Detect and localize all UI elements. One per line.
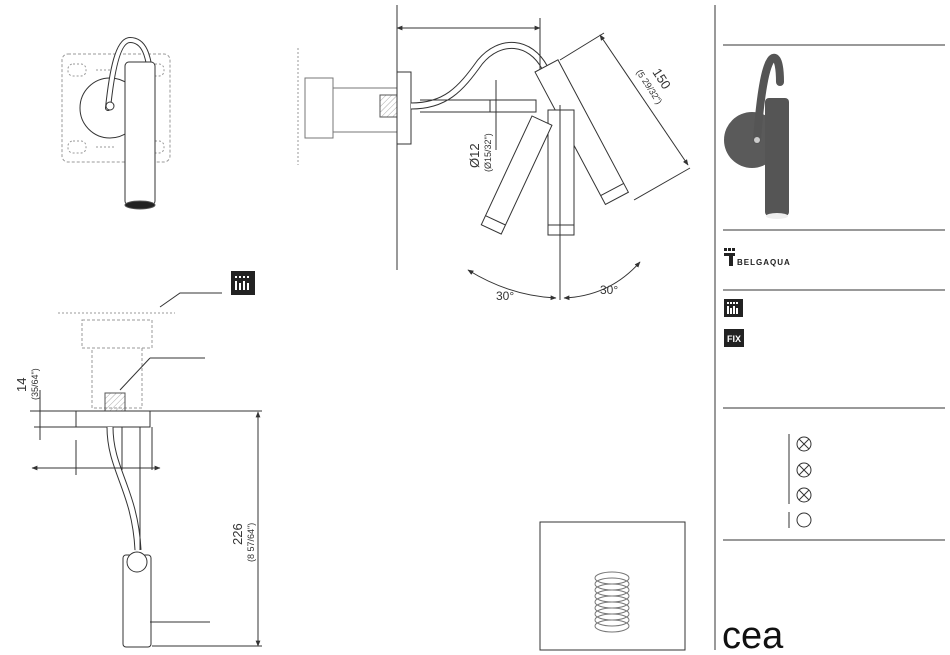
thread-detail-box	[540, 522, 685, 650]
product-image	[724, 58, 789, 219]
top-view	[298, 5, 690, 300]
option-crossed-circle-icon	[797, 437, 811, 451]
option-list	[789, 434, 811, 528]
belgaqua-logo: BELGAQUA	[724, 248, 791, 267]
fix-badge: FIX	[724, 329, 744, 347]
sidebar-installation-icon	[724, 299, 743, 317]
option-crossed-circle-icon	[797, 488, 811, 502]
option-crossed-circle-icon	[797, 463, 811, 477]
option-circle-icon	[797, 513, 811, 527]
brand-name: BELGAQUA	[737, 258, 791, 267]
diameter-dim-label: Ø12	[467, 143, 482, 168]
sidebar: BELGAQUA FIX	[715, 5, 945, 655]
front-view	[62, 40, 170, 209]
cea-logo: cea	[722, 615, 784, 655]
installation-icon	[231, 271, 255, 295]
side-view	[30, 293, 262, 647]
length-dim-label: 226	[230, 523, 245, 545]
flange-dim-inch-label: (35/64")	[30, 368, 40, 400]
length-dim-inch-label: (8 57/64")	[246, 523, 256, 562]
diameter-dim-inch-label: (Ø15/32")	[483, 133, 493, 172]
flange-dim-label: 14	[14, 378, 29, 392]
fix-label: FIX	[727, 334, 741, 344]
angle-right-label: 30°	[600, 283, 618, 297]
angle-left-label: 30°	[496, 289, 514, 303]
